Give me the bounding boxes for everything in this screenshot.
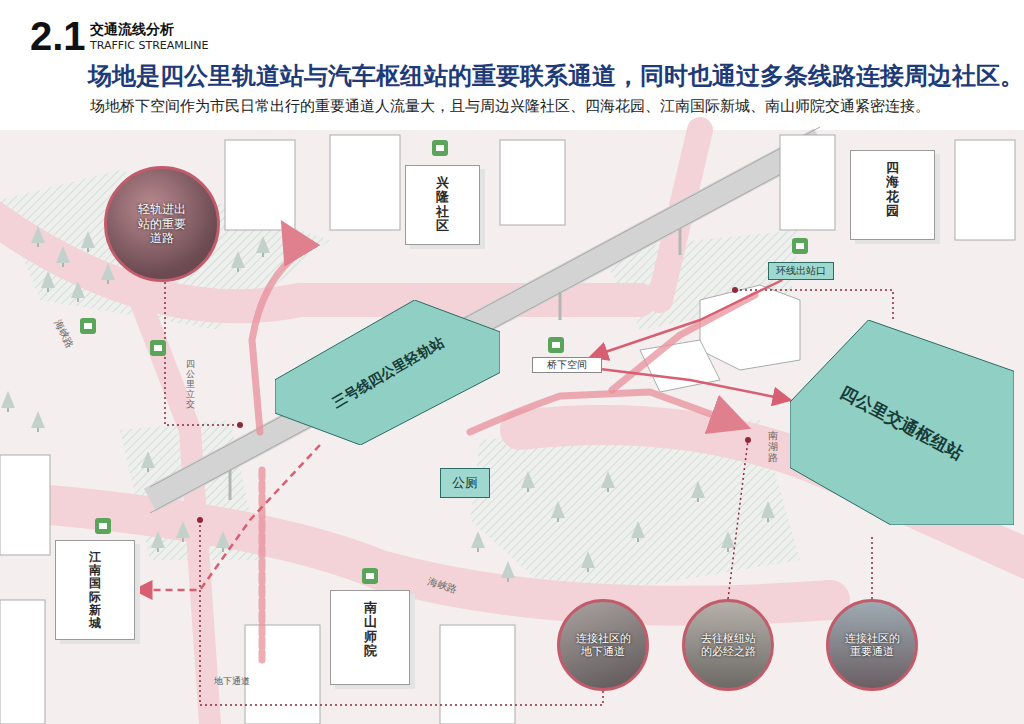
node-text: 连接社区的地下通道 xyxy=(575,632,631,658)
place-label: 环线出站口 xyxy=(768,262,834,280)
photo-circle: 轻轨进出站的重要道路 xyxy=(104,166,220,282)
node-text: 兴隆社区 xyxy=(436,176,449,233)
photo-circle: 连接社区的重要通道 xyxy=(826,599,918,691)
map-label: 场地是四公里轨道站与汽车枢纽站的重要联系通道，同时也通过多条线路连接周边社区。 xyxy=(88,62,1024,91)
community-building: 南山师院 xyxy=(330,590,410,685)
node-text: 轻轨进出站的重要道路 xyxy=(134,202,190,245)
community-building: 江南国际新城 xyxy=(55,540,135,640)
node-text: 桥下空间 xyxy=(547,359,587,371)
flow-connector xyxy=(591,280,783,357)
map-label: 2.1 xyxy=(30,12,86,60)
heading-wrap: 交通流线分析 xyxy=(90,21,174,38)
map-label: TRAFFIC STREAMLINE xyxy=(90,39,208,52)
photo-circle: 连接社区的地下通道 xyxy=(557,599,649,691)
node-text: 环线出站口 xyxy=(776,265,826,277)
map-label: 地下通道 xyxy=(214,676,250,687)
map-label-wrap: 地下通道 xyxy=(214,676,250,687)
map-label: 四公里立交 xyxy=(186,360,195,409)
map-label-wrap: 南湖路 xyxy=(768,430,778,463)
photo-circle: 去往枢纽站的必经之路 xyxy=(682,599,774,691)
caption: 场地桥下空间作为市民日常出行的重要通道人流量大，且与周边兴隆社区、四海花园、江南… xyxy=(90,97,930,115)
caption-wrap: 场地桥下空间作为市民日常出行的重要通道人流量大，且与周边兴隆社区、四海花园、江南… xyxy=(90,97,930,115)
place-label: 桥下空间 xyxy=(532,357,602,373)
heading: 交通流线分析 xyxy=(90,21,174,38)
building-shape xyxy=(790,320,1014,525)
flow-connector xyxy=(135,445,320,590)
community-building: 四海花园 xyxy=(850,150,935,240)
community-building: 兴隆社区 xyxy=(405,165,480,245)
flow-connector xyxy=(602,369,790,400)
map-label: 南湖路 xyxy=(768,430,778,463)
place-label: 公厕 xyxy=(440,468,490,498)
node-text: 四海花园 xyxy=(886,161,899,218)
station-building: 四公里交通枢纽站 xyxy=(790,320,1014,525)
map-label-wrap: 2.1 xyxy=(30,12,86,60)
node-text: 江南国际新城 xyxy=(89,551,101,630)
node-text: 去往枢纽站的必经之路 xyxy=(700,632,756,658)
node-text: 连接社区的重要通道 xyxy=(844,632,900,658)
map-label-wrap: 四公里立交 xyxy=(186,360,195,409)
node-text: 南山师院 xyxy=(364,601,377,658)
building-shape xyxy=(275,300,500,445)
map-label-wrap: TRAFFIC STREAMLINE xyxy=(90,39,208,52)
map-label-wrap: 场地是四公里轨道站与汽车枢纽站的重要联系通道，同时也通过多条线路连接周边社区。 xyxy=(88,62,1024,91)
station-building: 三号线四公里轻轨站 xyxy=(275,300,500,445)
node-text: 公厕 xyxy=(452,475,478,491)
